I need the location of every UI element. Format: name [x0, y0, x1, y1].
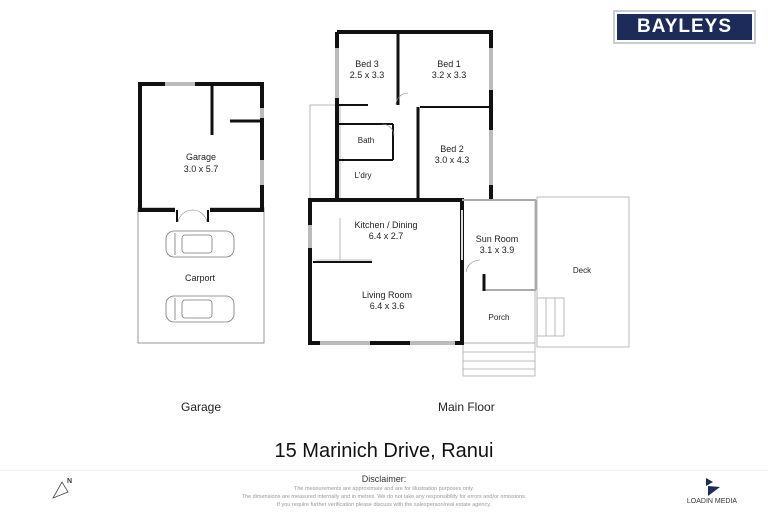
section-label-garage: Garage [181, 400, 222, 414]
disclaimer-line: The dimensions are measured internally a… [241, 494, 527, 500]
disclaimer-line: If you require further verification plea… [276, 502, 492, 508]
room-name: Bed 1 [437, 59, 461, 69]
room-dims: 3.0 x 4.3 [435, 155, 470, 165]
room-dims: 3.2 x 3.3 [432, 70, 467, 80]
bayleys-logo: BAYLEYS [613, 10, 756, 44]
room-dims: 2.5 x 3.3 [350, 70, 385, 80]
logo-text: BAYLEYS [637, 16, 732, 37]
room-name: Bed 2 [440, 144, 464, 154]
disclaimer-line: The measurements are approximate and are… [294, 486, 474, 492]
room-dims: 3.1 x 3.9 [480, 245, 515, 255]
room-dims: 6.4 x 2.7 [369, 231, 404, 241]
garage-plan: Garage 3.0 x 5.7 Carport [137, 82, 265, 344]
north-arrow-icon [50, 478, 76, 500]
room-dims: 3.0 x 5.7 [184, 164, 219, 174]
room-name: Sun Room [476, 234, 519, 244]
room-name: Bed 3 [355, 59, 379, 69]
north-label: N [67, 478, 73, 485]
disclaimer-title: Disclaimer: [361, 474, 407, 484]
loadin-media-logo-icon [703, 476, 723, 498]
room-name: Kitchen / Dining [354, 220, 417, 230]
car-icon [165, 295, 235, 323]
room-name: Garage [186, 152, 216, 162]
room-name: Porch [489, 313, 510, 322]
loadin-media-label: LOADIN MEDIA [686, 498, 738, 505]
room-name: L'dry [354, 171, 371, 180]
room-name: Bath [358, 136, 374, 145]
floor-plan: Garage 3.0 x 5.7 Carport [137, 30, 630, 377]
footer-divider [0, 470, 768, 471]
room-name: Carport [185, 273, 216, 283]
main-floor-plan: Bed 3 2.5 x 3.3 Bed 1 3.2 x 3.3 Bath Bed… [308, 30, 630, 377]
room-name: Deck [573, 266, 592, 275]
section-label-main-floor: Main Floor [438, 400, 495, 414]
room-dims: 6.4 x 3.6 [370, 301, 405, 311]
room-name: Living Room [362, 290, 412, 300]
property-address: 15 Marinich Drive, Ranui [274, 440, 494, 462]
car-icon [165, 230, 235, 258]
